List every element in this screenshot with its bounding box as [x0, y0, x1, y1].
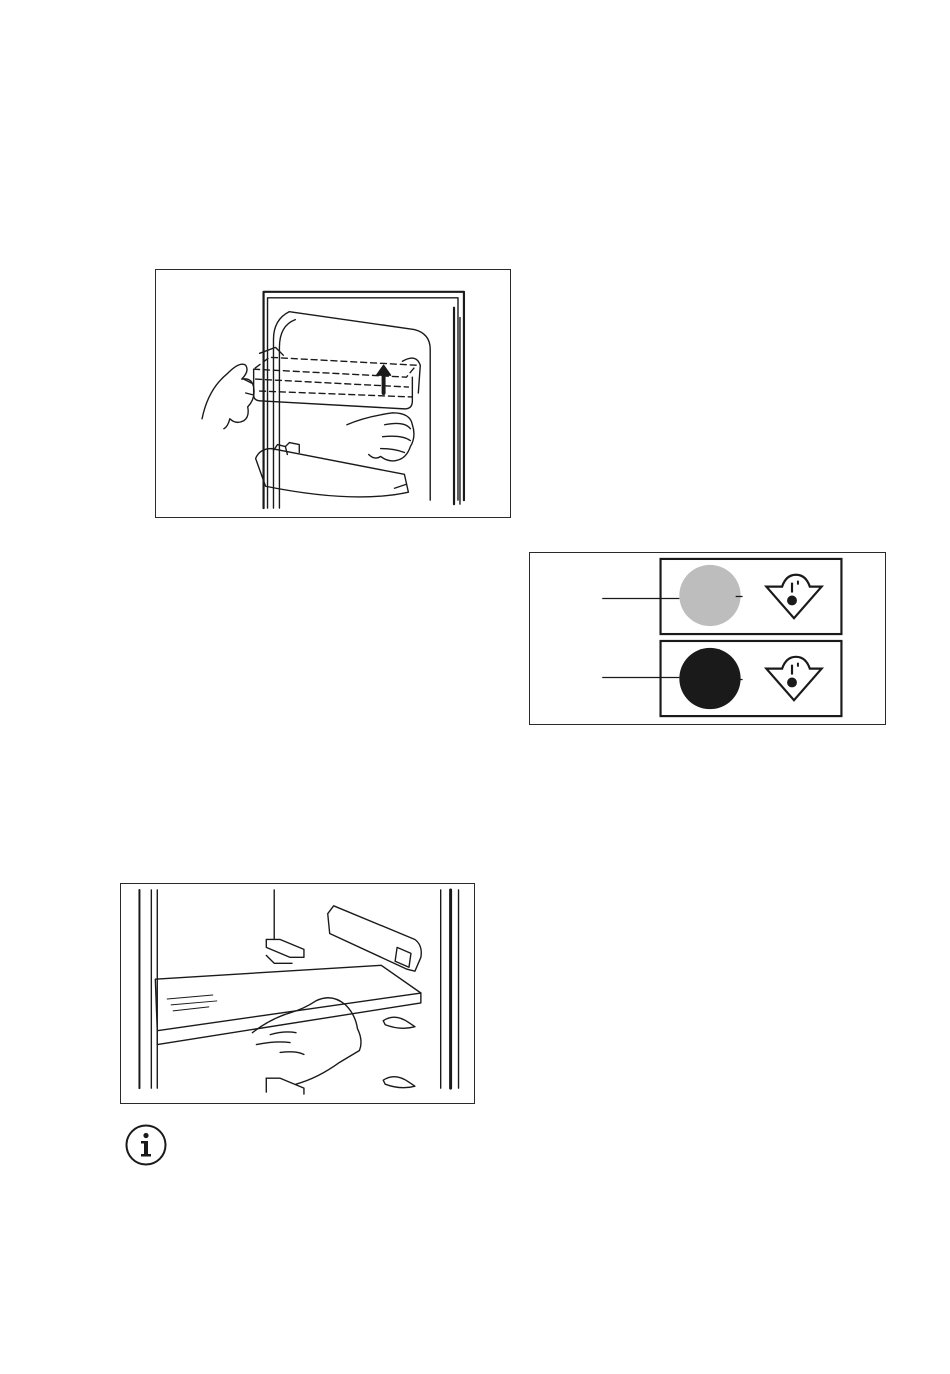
left-hand [202, 364, 254, 428]
info-icon [124, 1123, 168, 1167]
temperature-warning-icon [766, 575, 821, 618]
glass-shelf-illustration [120, 883, 475, 1104]
door-shelf-illustration [155, 269, 511, 518]
hand [252, 998, 361, 1084]
temperature-warning-icon [766, 657, 821, 700]
wall-vent [328, 906, 422, 971]
indicator-illustration [529, 552, 886, 725]
indicator-light-active [679, 648, 740, 709]
door-frame [264, 292, 464, 508]
upper-door-shelf [254, 357, 417, 397]
lower-door-shelf [256, 449, 409, 497]
up-arrow [377, 365, 391, 393]
indicator-light-inactive [679, 565, 740, 626]
shelf-rail [383, 1017, 415, 1028]
shelf-support [266, 939, 304, 957]
